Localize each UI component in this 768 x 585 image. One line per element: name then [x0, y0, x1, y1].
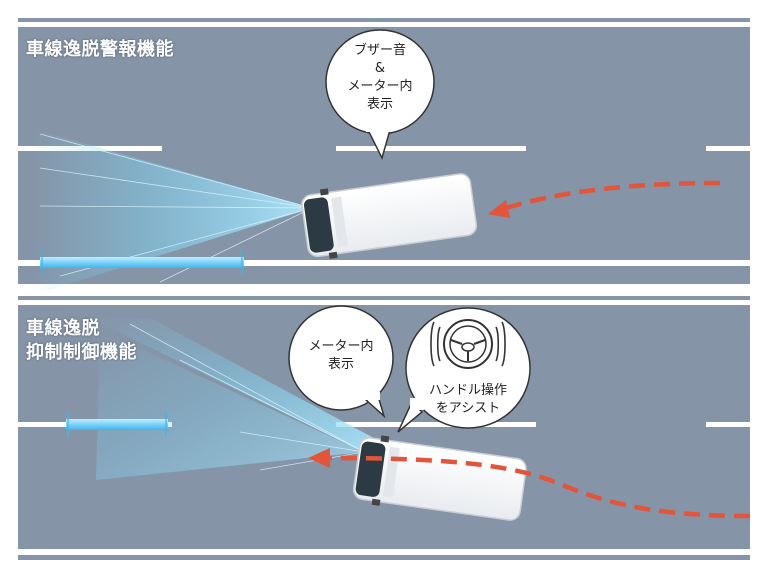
panel-warning [18, 18, 750, 296]
camera-beam [90, 318, 400, 452]
lane-dash [336, 422, 536, 427]
road-edge-line [18, 22, 750, 27]
highlight-brackets [41, 250, 243, 275]
lane-dash [706, 146, 750, 151]
steering-wheel-icon [430, 319, 506, 369]
bubble-line: 表示 [366, 97, 393, 112]
bubble-line: ハンドル操作 [428, 383, 507, 398]
panel-title-assist: 車線逸脱 抑制制御機能 [26, 317, 137, 365]
speech-bubble-warning [325, 29, 435, 161]
lane-detection-highlight [66, 419, 168, 430]
highlight-brackets [67, 412, 167, 437]
camera-beam [96, 330, 364, 480]
panel-title-warning: 車線逸脱警報機能 [26, 39, 174, 60]
bubble-line: メーター内 [347, 79, 413, 94]
lane-dash [336, 146, 526, 151]
panel-assist [18, 296, 751, 560]
camera-beam [30, 128, 312, 296]
path-arrowhead [308, 448, 330, 468]
path-arrowhead [488, 200, 510, 218]
bubble-line: をアシスト [435, 401, 501, 416]
bubble-line: メーター内 [308, 339, 374, 354]
camera-beam-rays [129, 323, 365, 471]
bubble-line: 表示 [327, 357, 354, 372]
vehicle-path [329, 455, 751, 519]
bubble-text-assist: ハンドル操作 をアシスト [418, 382, 518, 418]
vehicle-path [499, 180, 721, 213]
car [301, 173, 478, 259]
road-edge-line [18, 300, 750, 305]
lane-line [18, 260, 750, 266]
camera-beam-rays [39, 133, 313, 283]
panel-title-line: 車線逸脱 [26, 318, 100, 339]
bubble-line: ブザー音 [353, 43, 406, 58]
panel-title-line: 抑制制御機能 [26, 342, 137, 363]
lane-dash [706, 422, 750, 427]
bubble-text-warning: ブザー音 & メーター内 表示 [332, 42, 428, 114]
speech-bubble-meter [288, 305, 394, 419]
bubble-text-meter: メーター内 表示 [296, 338, 386, 374]
bubble-line: & [374, 61, 386, 76]
lane-detection-highlight [40, 257, 244, 268]
road-edge-line [18, 549, 750, 555]
